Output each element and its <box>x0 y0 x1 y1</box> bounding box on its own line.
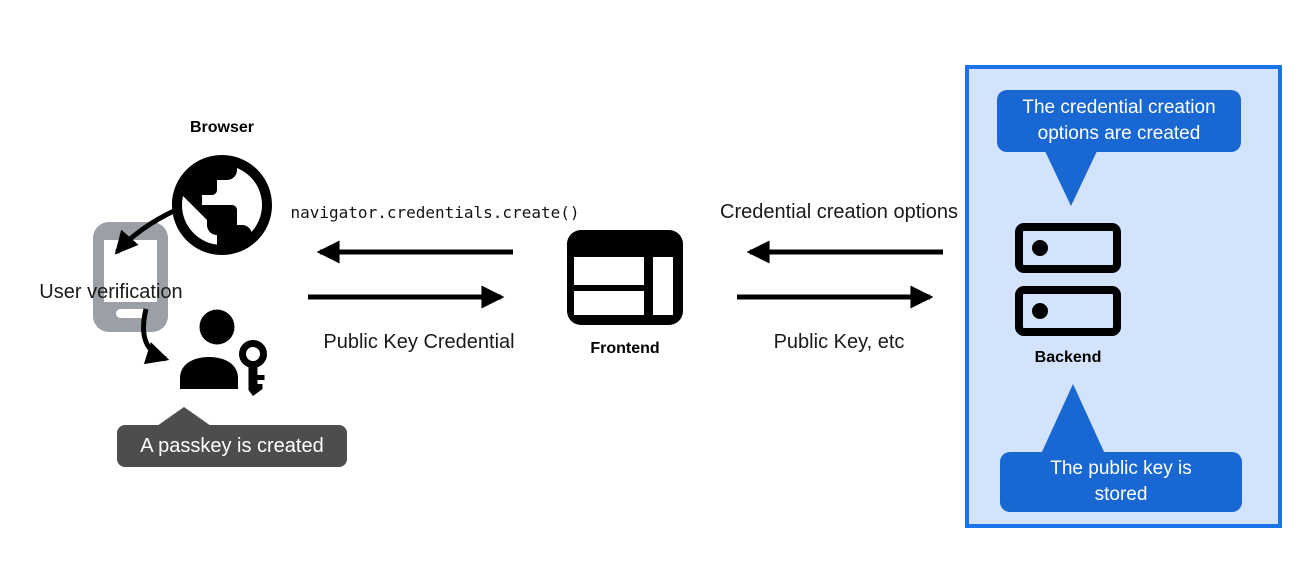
frontend-label: Frontend <box>590 340 660 357</box>
callout-top-pointer <box>1044 149 1098 206</box>
browser-globe-icon <box>172 155 272 255</box>
globe-to-phone-arrow <box>114 207 178 255</box>
backend-callout-top-text: The credential creation options are crea… <box>1022 97 1216 144</box>
backend-server-icon <box>1015 223 1121 336</box>
frontend-window-icon <box>567 230 683 325</box>
phone-to-user-arrow <box>141 308 170 365</box>
backend-label: Backend <box>1034 349 1102 366</box>
passkey-tooltip: A passkey is created <box>117 425 347 467</box>
public-key-etc-label: Public Key, etc <box>773 331 905 353</box>
credential-creation-options-label: Credential creation options <box>720 201 958 223</box>
public-key-credential-label: Public Key Credential <box>323 331 515 353</box>
user-passkey-icon <box>180 309 267 396</box>
backend-callout-bottom-text: The public key is stored <box>1050 458 1192 505</box>
api-call-label: navigator.credentials.create() <box>290 203 580 222</box>
smartphone-icon <box>93 222 168 332</box>
backend-panel: The credential creation options are crea… <box>965 65 1282 528</box>
backend-callout-top: The credential creation options are crea… <box>997 90 1241 152</box>
passkey-tooltip-pointer <box>157 407 211 426</box>
callout-bottom-pointer <box>1041 384 1105 454</box>
user-verification-label: User verification <box>39 281 183 303</box>
passkey-tooltip-text: A passkey is created <box>140 434 324 457</box>
browser-label: Browser <box>189 119 255 136</box>
backend-callout-bottom: The public key is stored <box>1000 452 1242 512</box>
